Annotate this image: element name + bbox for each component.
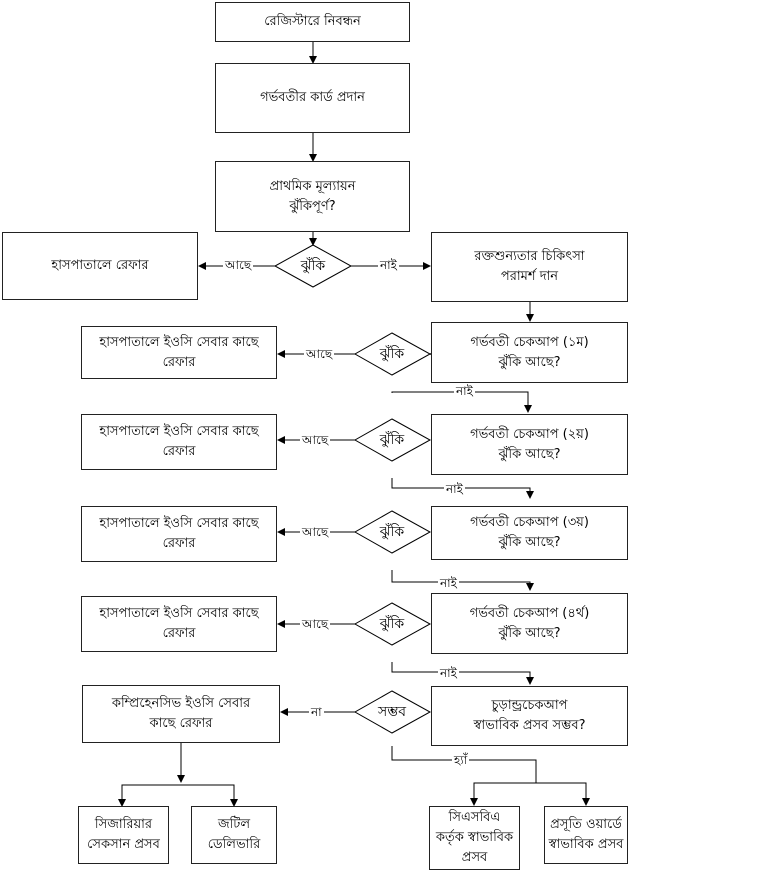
edge-label-d4-yes: আছে	[300, 617, 331, 631]
node-final: চুড়ান্ড্রচেকআপ স্বাভাবিক প্রসব সম্ভব?	[431, 686, 628, 746]
node-eoc3: হাসপাতালে ইওসি সেবার কাছে রেফার	[81, 506, 277, 562]
edge-label-d3-no: নাই	[438, 576, 459, 590]
arrow-to-cesarean	[121, 784, 235, 806]
node-eoc1: হাসপাতালে ইওসি সেবার কাছে রেফার	[81, 326, 277, 379]
edge-label-d2-yes: আছে	[300, 433, 331, 447]
node-check3: গর্ভবতী চেকআপ (৩য়) ঝুঁকি আছে?	[431, 506, 628, 560]
node-check1: গর্ভবতী চেকআপ (১ম) ঝুঁকি আছে?	[431, 322, 628, 383]
edge-label-d5-yes: হ্যাঁ	[452, 753, 470, 767]
node-cesarean: সিজারিয়ার সেকসান প্রসব	[78, 806, 169, 864]
edge-label-d1-yes: আছে	[304, 347, 335, 361]
node-card: গর্ভবতীর কার্ড প্রদান	[215, 63, 410, 133]
edge-label-d3-yes: আছে	[300, 525, 331, 539]
decision-diamond-0	[273, 244, 353, 288]
edge-label-d2-no: নাই	[444, 482, 465, 496]
node-check2: গর্ভবতী চেকআপ (২য়) ঝুঁকি আছে?	[431, 414, 628, 475]
edge-label-d5-no: না	[309, 705, 324, 719]
node-maternity: প্রসূতি ওয়ার্ডে স্বাভাবিক প্রসব	[544, 806, 628, 864]
node-anemia: রক্তশুন্যতার চিকিৎসা পরামর্শ দান	[431, 232, 628, 302]
decision-label-2: ঝুঁকি	[379, 432, 405, 448]
node-ceoc: কম্প্রিহেনসিভ ইওসি সেবার কাছে রেফার	[82, 685, 280, 743]
edge-label-d1-no: নাই	[454, 384, 475, 398]
node-hospital-refer: হাসপাতালে রেফার	[2, 232, 198, 300]
decision-label-5: সম্ভব	[377, 704, 407, 720]
decision-diamond-5	[353, 690, 432, 734]
decision-label-4: ঝুঁকি	[379, 616, 405, 632]
arrow-d4-final	[391, 662, 534, 685]
node-csba: সিএসবিএ কর্তৃক স্বাভাবিক প্রসব	[429, 806, 520, 870]
decision-diamond-4	[353, 602, 432, 646]
node-eoc2: হাসপাতালে ইওসি সেবার কাছে রেফার	[81, 414, 277, 470]
decision-diamond-1	[353, 332, 432, 376]
node-assess: প্রাথমিক মূল্যায়ন ঝুঁকিপূর্ণ?	[215, 161, 410, 232]
edge-label-d4-no: নাই	[438, 666, 459, 680]
edge-label-d0-yes: আছে	[223, 258, 254, 272]
arrow-to-csba	[470, 782, 536, 806]
node-check4: গর্ভবতী চেকআপ (৪র্থ) ঝুঁকি আছে?	[431, 593, 628, 654]
decision-label-0: ঝুঁকি	[300, 258, 326, 274]
edge-label-d0-no: নাই	[378, 258, 399, 272]
decision-label-1: ঝুঁকি	[379, 346, 405, 362]
node-register: রেজিস্টারে নিবন্ধন	[215, 2, 410, 42]
decision-diamond-3	[353, 510, 432, 554]
node-complicated: জটিল ডেলিভারি	[191, 806, 277, 864]
decision-label-3: ঝুঁকি	[379, 524, 405, 540]
arrow-to-maternity	[536, 782, 590, 806]
decision-diamond-2	[353, 418, 432, 462]
arrow-d3-check4	[391, 570, 534, 591]
node-eoc4: হাসপাতালে ইওসি সেবার কাছে রেফার	[81, 596, 277, 652]
